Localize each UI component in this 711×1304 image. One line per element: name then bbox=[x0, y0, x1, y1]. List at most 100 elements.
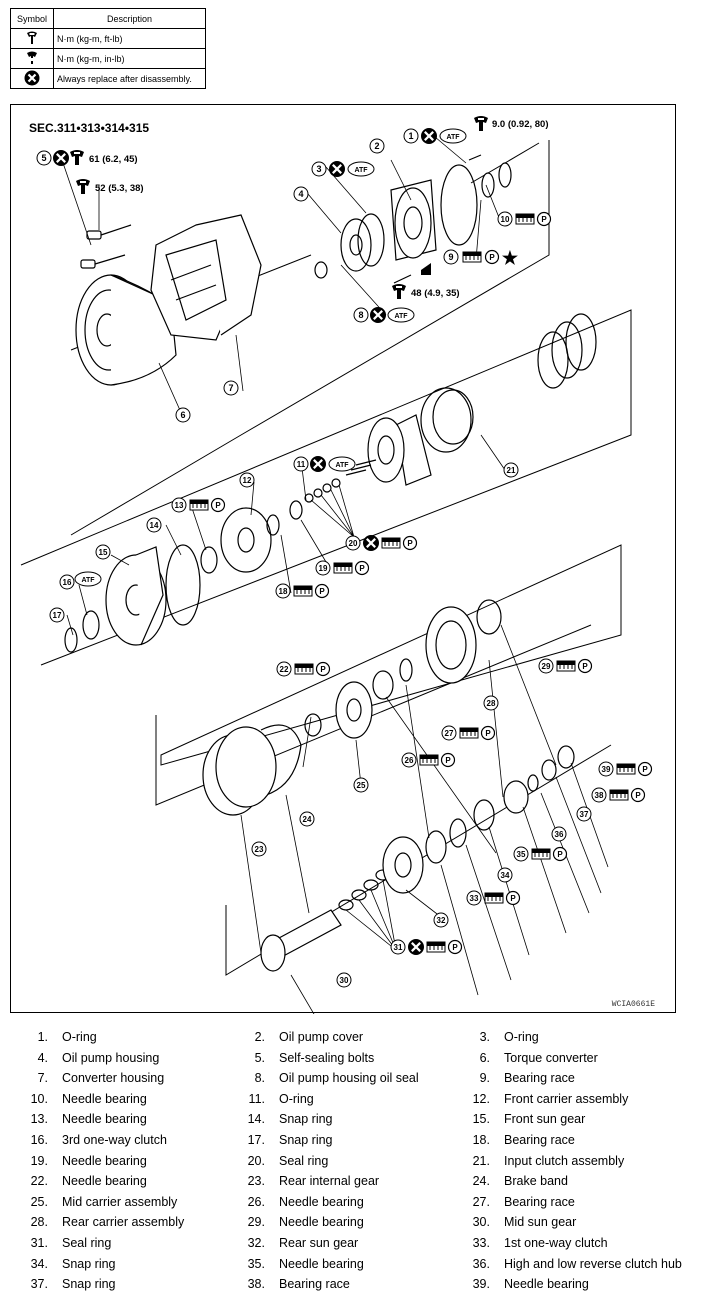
svg-text:31: 31 bbox=[394, 943, 403, 952]
legend-item: 5. Self-sealing bolts bbox=[235, 1050, 375, 1065]
legend-item: 30. Mid sun gear bbox=[460, 1215, 577, 1230]
callout-18: 18 bbox=[275, 583, 291, 599]
callout-14: 14 bbox=[146, 517, 162, 533]
legend-part-name: Bearing race bbox=[279, 1277, 350, 1292]
svg-text:30: 30 bbox=[340, 976, 349, 985]
legend-item: 31. Seal ring bbox=[18, 1236, 112, 1250]
legend-number: 11. bbox=[248, 1091, 265, 1106]
svg-text:36: 36 bbox=[555, 830, 564, 839]
legend-number: 10. bbox=[30, 1091, 48, 1106]
svg-text:32: 32 bbox=[437, 916, 446, 925]
legend-number: 29. bbox=[247, 1215, 265, 1230]
legend-number: 25. bbox=[30, 1194, 48, 1209]
legend-number: 33. bbox=[472, 1236, 490, 1250]
legend-item: 24.Brake band bbox=[460, 1174, 568, 1188]
legend-part-name: Bearing race bbox=[504, 1194, 575, 1209]
legend-number: 13. bbox=[30, 1112, 48, 1127]
svg-text:38: 38 bbox=[595, 791, 604, 800]
legend-item: 22.Needle bearing bbox=[18, 1174, 147, 1188]
torque-wrench-icon bbox=[10, 28, 54, 49]
callout-5: 5 bbox=[36, 150, 52, 166]
callout-2: 2 bbox=[369, 138, 385, 154]
description-header: Description bbox=[53, 8, 206, 29]
legend-number: 16. bbox=[30, 1133, 48, 1147]
legend-part-name: Self-sealing bolts bbox=[279, 1050, 375, 1065]
legend-part-name: Mid carrier assembly bbox=[62, 1194, 178, 1209]
callout-22: 22 bbox=[276, 661, 292, 677]
legend-item: 4.Oil pump housing bbox=[18, 1051, 160, 1065]
svg-text:P: P bbox=[541, 215, 547, 224]
svg-text:15: 15 bbox=[99, 548, 108, 557]
callout-6: 6 bbox=[175, 407, 191, 423]
svg-text:2: 2 bbox=[374, 141, 379, 151]
replace-x-icon bbox=[10, 68, 54, 89]
legend-item: 12.Front carrier assembly bbox=[460, 1091, 629, 1106]
legend-part-name: Snap ring bbox=[279, 1133, 333, 1147]
callout-20: 20 bbox=[345, 535, 361, 551]
svg-text:12: 12 bbox=[243, 476, 252, 485]
legend-number: 1. bbox=[37, 1030, 48, 1044]
svg-text:19: 19 bbox=[319, 564, 328, 573]
legend-number: 28. bbox=[30, 1215, 48, 1230]
callout-12: 12 bbox=[239, 472, 255, 488]
legend-part-name: Seal ring bbox=[62, 1236, 112, 1250]
torque-value-52: 52 (5.3, 38) bbox=[95, 183, 144, 194]
legend-part-name: Mid sun gear bbox=[504, 1215, 577, 1230]
callout-32: 32 bbox=[433, 912, 449, 928]
svg-text:21: 21 bbox=[507, 466, 516, 475]
legend-part-name: Bearing race bbox=[504, 1133, 575, 1147]
callout-13: 13 bbox=[171, 497, 187, 513]
svg-text:P: P bbox=[582, 662, 588, 671]
diagram-drawing: 1 ATF 2 3 ATF 4 5 6 7 8 ATF 9 P ★ 10 P 1… bbox=[20, 116, 653, 1014]
legend-item: 37.Snap ring bbox=[18, 1277, 116, 1291]
legend-number: 19. bbox=[30, 1153, 48, 1168]
legend-item: 27.Bearing race bbox=[460, 1195, 575, 1209]
callout-25: 25 bbox=[353, 777, 369, 793]
legend-number: 38. bbox=[247, 1277, 265, 1292]
legend-part-name: High and low reverse clutch hub bbox=[504, 1256, 682, 1271]
legend-part-name: Oil pump housing oil seal bbox=[279, 1071, 419, 1086]
legend-item: 18.Bearing race bbox=[460, 1133, 575, 1147]
svg-text:7: 7 bbox=[228, 383, 233, 393]
callout-28: 28 bbox=[483, 695, 499, 711]
svg-text:ATF: ATF bbox=[446, 134, 460, 141]
svg-text:29: 29 bbox=[542, 662, 551, 671]
legend-part-name: Snap ring bbox=[279, 1112, 333, 1127]
legend-item: 34.Snap ring bbox=[18, 1257, 116, 1271]
svg-text:6: 6 bbox=[180, 410, 185, 420]
legend-number: 34. bbox=[30, 1256, 48, 1271]
svg-text:23: 23 bbox=[255, 845, 264, 854]
callout-16: 16 bbox=[59, 574, 75, 590]
legend-part-name: O-ring bbox=[62, 1030, 97, 1044]
svg-text:P: P bbox=[320, 665, 326, 674]
legend-item: 2.Oil pump cover bbox=[235, 1030, 364, 1044]
legend-number: 32. bbox=[247, 1236, 265, 1250]
callout-35: 35 bbox=[513, 846, 529, 862]
legend-number: 35. bbox=[247, 1256, 265, 1271]
legend-part-name: Oil pump cover bbox=[279, 1030, 364, 1044]
svg-text:ATF: ATF bbox=[394, 313, 408, 320]
legend-number: 12. bbox=[472, 1091, 490, 1106]
svg-text:22: 22 bbox=[280, 665, 289, 674]
legend-number: 30. bbox=[472, 1215, 490, 1230]
legend-part-name: Needle bearing bbox=[279, 1256, 364, 1271]
legend-part-name: Bearing race bbox=[504, 1071, 575, 1086]
symbol-table: Symbol Description N·m (kg-m, ft-lb) N·m… bbox=[10, 8, 206, 89]
legend-part-name: Needle bearing bbox=[62, 1112, 147, 1127]
legend-item: 6.Torque converter bbox=[460, 1051, 598, 1065]
legend-item: 15.Front sun gear bbox=[460, 1112, 586, 1126]
legend-number: 5. bbox=[254, 1050, 265, 1065]
legend-number: 31. bbox=[30, 1236, 48, 1250]
svg-text:P: P bbox=[445, 756, 451, 765]
legend-part-name: 1st one-way clutch bbox=[504, 1236, 608, 1250]
legend-number: 39. bbox=[472, 1277, 490, 1292]
legend-item: 19.Needle bearing bbox=[18, 1154, 147, 1168]
svg-text:10: 10 bbox=[501, 215, 510, 224]
legend-item: 16.3rd one-way clutch bbox=[18, 1133, 167, 1147]
symbol-row-description: Always replace after disassembly. bbox=[53, 68, 206, 89]
svg-text:9: 9 bbox=[448, 252, 453, 262]
callout-4: 4 bbox=[293, 186, 309, 202]
callout-7: 7 bbox=[223, 380, 239, 396]
legend-number: 9. bbox=[479, 1071, 490, 1086]
callout-19: 19 bbox=[315, 560, 331, 576]
